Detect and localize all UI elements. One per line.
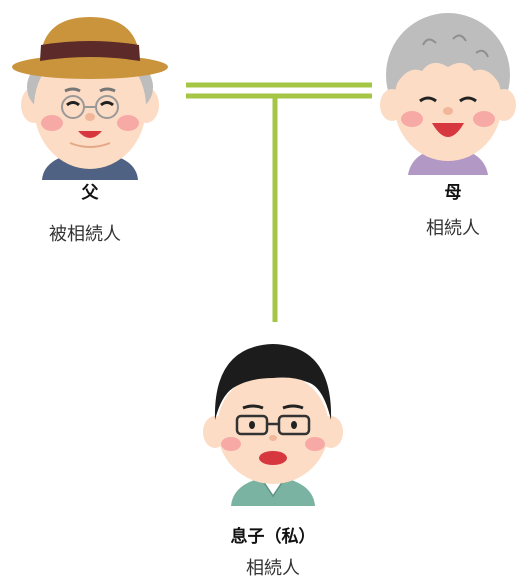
mother-role: 相続人	[426, 218, 480, 239]
mother-name: 母	[444, 183, 462, 203]
father-avatar-icon	[12, 17, 168, 180]
father-role: 被相続人	[49, 224, 121, 245]
mother-avatar-icon	[380, 13, 516, 175]
son-avatar-icon	[203, 344, 343, 506]
father-name: 父	[81, 183, 99, 203]
son-name: 息子（私）	[230, 527, 316, 547]
son-role: 相続人	[246, 558, 300, 579]
